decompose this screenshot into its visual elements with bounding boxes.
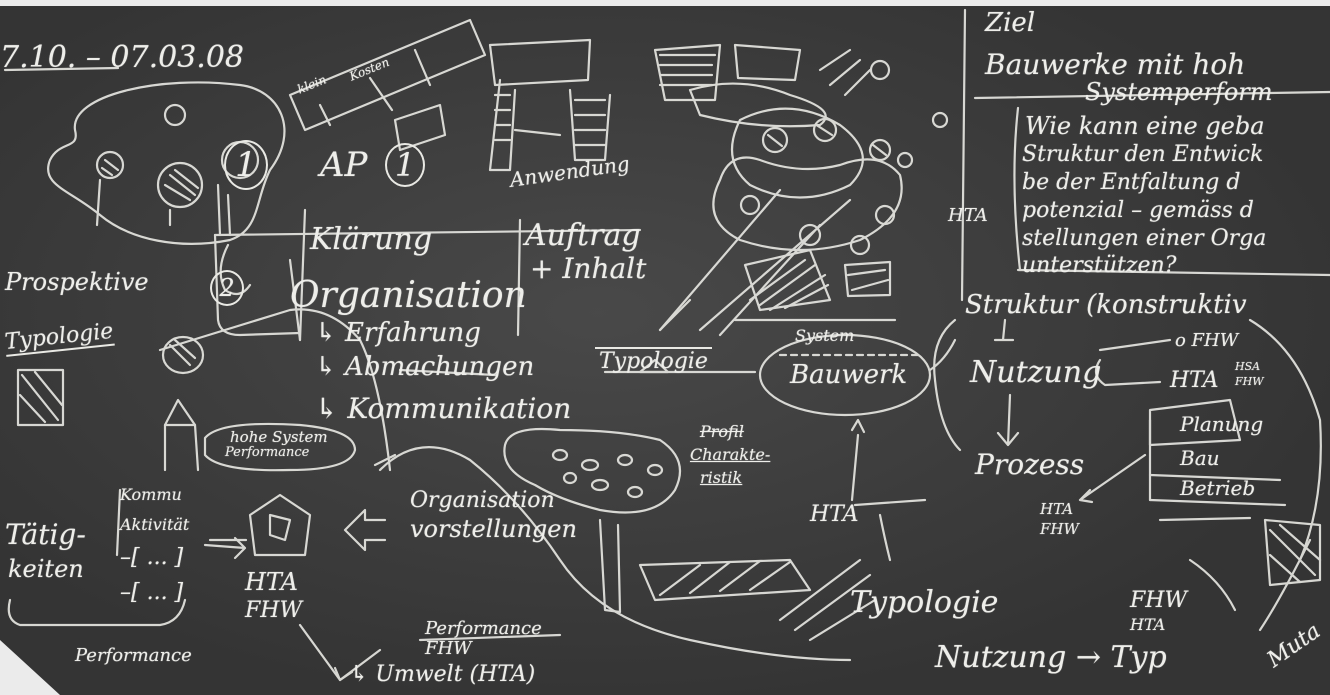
paper-corner-bottom-left: [0, 640, 60, 695]
planung-label: Planung: [1180, 412, 1263, 436]
goal-line-2: Systemperform: [1085, 78, 1273, 106]
ap-label: AP: [320, 145, 367, 185]
placeholder-dots-1: –[ ... ]: [120, 545, 183, 570]
question-line-2: Struktur den Entwick: [1022, 142, 1263, 167]
hta-left-label: HTA: [245, 568, 298, 596]
inhalt-label: + Inhalt: [530, 252, 646, 285]
organisation-vorstellungen-line-1: Organisation: [410, 488, 555, 513]
hta-bottom-right-label: HTA: [1130, 615, 1165, 634]
auftrag-label: Auftrag: [525, 218, 641, 253]
goal-heading: Ziel: [985, 8, 1035, 38]
charakteristik-line-2: ristik: [700, 468, 742, 487]
organisation-vorstellungen-line-2: vorstellungen: [410, 515, 577, 543]
betrieb-label: Betrieb: [1180, 476, 1255, 500]
paper-edge-top: [0, 0, 1330, 6]
abmachungen-label: ↳ Abmachungen: [315, 352, 534, 382]
hsa-small-label: HSA: [1235, 360, 1260, 373]
klaerung-label: Klärung: [310, 222, 432, 257]
typologie-box-label: Typologie: [595, 347, 712, 374]
system-label: System: [795, 326, 854, 345]
question-line-3: be der Entfaltung d: [1022, 170, 1240, 195]
fhw-bottom-label: FHW: [425, 638, 472, 659]
hta-right-label: HTA: [948, 205, 988, 226]
ap-number-one: 1: [385, 143, 425, 187]
goal-line-1: Bauwerke mit hoh: [985, 48, 1245, 81]
fhw-left-label: FHW: [245, 598, 302, 623]
profil-label: Profil: [700, 422, 744, 441]
bau-label: Bau: [1180, 446, 1220, 470]
erfahrung-label: ↳ Erfahrung: [315, 318, 481, 348]
hta-fhw-line-2: FHW: [1040, 520, 1079, 538]
performance-small-label: Performance: [225, 445, 309, 460]
fhw-o-label: o FHW: [1175, 330, 1238, 351]
hta-n-label: HTA: [1170, 368, 1219, 393]
struktur-label: Struktur (konstruktiv: [965, 290, 1247, 320]
question-line-4: potenzial – gemäss d: [1022, 198, 1254, 223]
typologie-bottom-label: Typologie: [850, 585, 998, 620]
hta-mid-label: HTA: [810, 502, 859, 527]
fhw-bottom-right-label: FHW: [1130, 588, 1187, 613]
question-line-5: stellungen einer Orga: [1022, 226, 1266, 251]
kommunikation-small-label: Kommu: [120, 485, 182, 504]
prospektive-label: Prospektive: [5, 268, 149, 296]
organisation-label: Organisation: [290, 275, 527, 316]
performance-bottom-label: Performance: [425, 618, 542, 639]
nutzung-typ-label: Nutzung → Typ: [935, 640, 1167, 675]
nutzung-label: Nutzung: [970, 355, 1101, 390]
circle-number-one: 1: [224, 140, 268, 190]
kommunikation-label: ↳ Kommunikation: [315, 392, 571, 425]
circle-number-two: 2: [210, 270, 244, 306]
charakteristik-line-1: Charakte-: [690, 445, 770, 464]
placeholder-dots-2: –[ ... ]: [120, 580, 183, 605]
question-line-1: Wie kann eine geba: [1025, 112, 1265, 140]
performance-bottom-left-label: Performance: [75, 645, 192, 666]
keiten-label: keiten: [8, 555, 84, 583]
prozess-label: Prozess: [975, 448, 1084, 481]
hta-fhw-line-1: HTA: [1040, 500, 1073, 518]
umwelt-label: ↳ Umwelt (HTA): [350, 662, 535, 687]
aktivitaet-label: Aktivität: [120, 515, 189, 534]
bauwerk-label: Bauwerk: [790, 360, 907, 390]
fhw-small-label: FHW: [1235, 375, 1264, 388]
taetig-label: Tätig-: [5, 518, 86, 551]
question-line-6: unterstützen?: [1022, 253, 1176, 278]
hohe-system-label: hohe System: [230, 428, 328, 446]
date-range: 7.10. – 07.03.08: [0, 40, 244, 75]
